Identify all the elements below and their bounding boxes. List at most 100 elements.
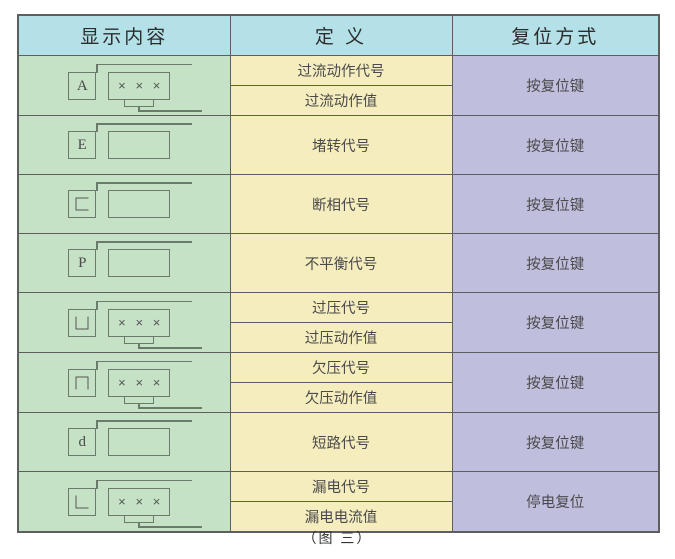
lead-bottom-vertical: [138, 521, 140, 528]
lead-top-vertical: [96, 300, 98, 310]
value-digit-placeholder: ×: [118, 375, 126, 390]
lead-bottom-horizontal: [138, 110, 203, 112]
lead-bottom-vertical: [138, 342, 140, 349]
code-letter-box: E: [68, 131, 97, 159]
figure-caption: （图 三）: [302, 530, 373, 546]
lead-bottom-horizontal: [138, 407, 203, 409]
code-value-box: [108, 428, 171, 456]
value-digit-placeholder: ×: [135, 494, 144, 509]
lead-top-vertical: [96, 63, 98, 73]
code-value-box: [108, 249, 171, 277]
lead-top-horizontal: [96, 123, 193, 125]
table-row: P 不平衡代号按复位键: [17, 233, 660, 293]
definition-cell: 断相代号: [229, 174, 453, 234]
table-header: 显示内容 定 义 复位方式: [17, 14, 660, 56]
value-digit-placeholder: ×: [152, 315, 161, 330]
code-letter-box: A: [68, 71, 97, 100]
definition-cell: 不平衡代号: [229, 233, 453, 293]
definition-cell: 过压代号: [229, 292, 453, 323]
table-row: E 堵转代号按复位键: [17, 115, 660, 175]
definition-cell: 过压动作值: [229, 322, 453, 353]
lead-top-horizontal: [96, 479, 193, 481]
display-glyph: d: [46, 416, 202, 468]
definition-cell: 欠压代号: [229, 352, 453, 383]
header-reset-method: 复位方式: [451, 14, 660, 56]
display-content-cell: P: [17, 233, 231, 293]
header-row: 显示内容 定 义 复位方式: [17, 14, 660, 56]
header-definition: 定 义: [229, 14, 453, 56]
display-glyph: A ×××: [46, 60, 203, 112]
code-value-box: × × ×: [108, 308, 171, 337]
lead-top-horizontal: [96, 241, 193, 243]
definition-cell: 短路代号: [229, 412, 453, 472]
reset-method-cell: 停电复位: [451, 471, 660, 533]
header-display-content: 显示内容: [17, 14, 231, 56]
value-digit-placeholder: ×: [135, 375, 144, 390]
lead-top-vertical: [96, 479, 98, 489]
definition-cell: 堵转代号: [229, 115, 453, 175]
display-content-cell: d: [17, 412, 231, 472]
code-letter-box: d: [68, 428, 97, 456]
lead-bottom-vertical: [138, 402, 140, 409]
display-glyph: × × ×: [46, 357, 203, 409]
table-row: × × × 漏电代号停电复位: [17, 471, 660, 533]
code-value-box: [108, 190, 171, 218]
lead-top-horizontal: [96, 63, 193, 65]
table-row: A ××× 过流动作代号按复位键: [17, 55, 660, 116]
display-glyph: [46, 178, 202, 230]
code-letter-box: [68, 308, 97, 337]
display-content-cell: [17, 174, 231, 234]
display-content-cell: × × ×: [17, 471, 231, 533]
code-letter-box: [68, 368, 97, 397]
reset-method-cell: 按复位键: [451, 55, 660, 116]
display-glyph: P: [46, 237, 202, 289]
reset-method-cell: 按复位键: [451, 412, 660, 472]
reset-method-cell: 按复位键: [451, 115, 660, 175]
code-letter-box: [68, 487, 97, 516]
definition-cell: 漏电电流值: [229, 501, 453, 533]
value-digit-placeholder: ×: [135, 315, 144, 330]
code-letter-shape-icon: [75, 495, 89, 508]
display-content-cell: × × ×: [17, 352, 231, 413]
display-glyph: × × ×: [46, 297, 203, 349]
lead-top-vertical: [96, 241, 98, 250]
lead-top-horizontal: [96, 360, 193, 362]
display-content-cell: × × ×: [17, 292, 231, 353]
table-row: 漏电电流值: [18, 501, 659, 533]
code-value-box: ×××: [108, 71, 171, 100]
lead-top-horizontal: [96, 182, 193, 184]
table-row: ×××欠压代号按复位键: [17, 352, 660, 413]
code-value-box: × × ×: [108, 368, 171, 397]
display-content-cell: A ×××: [17, 55, 231, 116]
code-letter-shape-icon: [75, 197, 89, 211]
definition-cell: 过流动作代号: [229, 55, 453, 86]
value-digit-placeholder: ×: [152, 494, 161, 509]
definition-cell: 过流动作值: [229, 85, 453, 116]
code-letter-box: [68, 190, 97, 218]
definition-cell: 漏电代号: [229, 471, 453, 502]
lead-top-vertical: [96, 123, 98, 132]
display-glyph: × × ×: [46, 476, 203, 528]
lead-top-vertical: [96, 182, 98, 191]
reset-method-cell: 按复位键: [451, 174, 660, 234]
code-letter-box: P: [68, 249, 97, 277]
lead-bottom-horizontal: [138, 526, 203, 528]
lead-bottom-horizontal: [138, 347, 203, 349]
display-glyph: E: [46, 119, 202, 171]
table-row: 断相代号按复位键: [17, 174, 660, 234]
lead-bottom-vertical: [138, 105, 140, 112]
lead-top-horizontal: [96, 300, 193, 302]
value-digit-placeholder: ×: [152, 375, 161, 390]
value-digit-placeholder: ×: [118, 494, 126, 509]
lead-top-vertical: [96, 420, 98, 429]
code-value-box: × × ×: [108, 487, 171, 516]
table-row: d 短路代号按复位键: [17, 412, 660, 472]
value-digit-placeholder: ×: [118, 315, 126, 330]
code-value-box: [108, 131, 171, 159]
table-row: ×××过压代号按复位键: [17, 292, 660, 353]
lead-top-vertical: [96, 360, 98, 370]
reset-method-cell: 按复位键: [451, 233, 660, 293]
value-digit-placeholder: ×: [152, 78, 161, 93]
